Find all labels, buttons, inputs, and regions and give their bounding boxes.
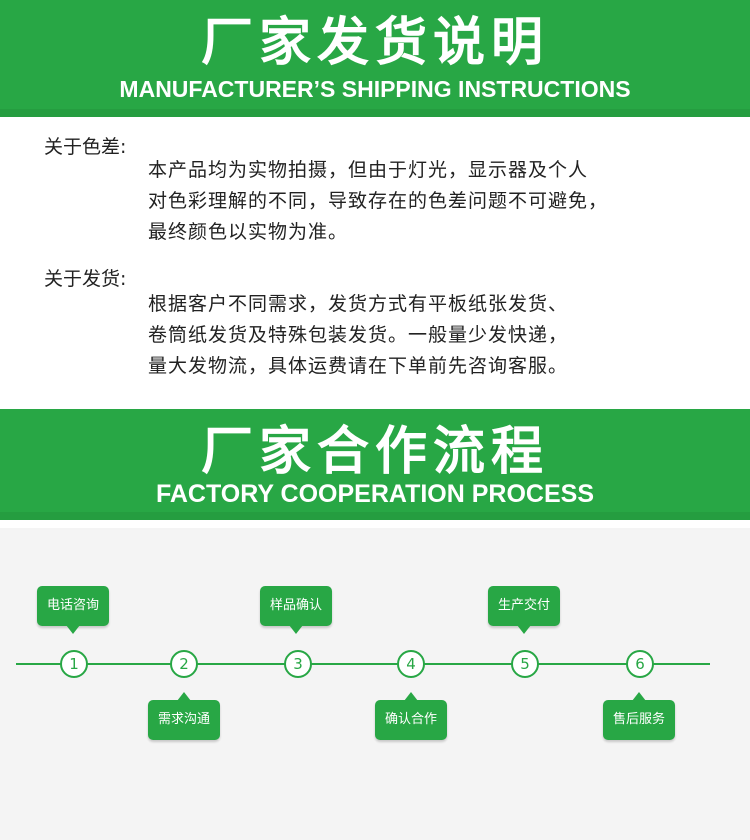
process-timeline-area (0, 528, 750, 840)
step-label-2: 需求沟通 (148, 692, 220, 740)
shipping-line: 量大发物流，具体运费请在下单前先咨询客服。 (148, 355, 569, 377)
color-difference-heading: 关于色差: (44, 136, 127, 158)
cooperation-process-banner: 厂家合作流程 FACTORY COOPERATION PROCESS (0, 409, 750, 520)
color-difference-line: 对色彩理解的不同，导致存在的色差问题不可避免， (148, 190, 609, 212)
color-difference-line: 最终颜色以实物为准。 (148, 221, 349, 243)
shipping-line: 卷筒纸发货及特殊包装发货。一般量少发快递， (148, 324, 569, 346)
color-difference-line: 本产品均为实物拍摄，但由于灯光，显示器及个人 (148, 159, 589, 181)
shipping-title-cn: 厂家发货说明 (200, 13, 549, 73)
shipping-title-en: MANUFACTURER’S SHIPPING INSTRUCTIONS (119, 76, 631, 102)
process-title-en: FACTORY COOPERATION PROCESS (155, 480, 595, 508)
step-circle-6: 6 (626, 650, 654, 678)
step-circle-4: 4 (397, 650, 425, 678)
step-label-4: 确认合作 (375, 692, 447, 740)
step-circle-5: 5 (511, 650, 539, 678)
step-label-6: 售后服务 (603, 692, 675, 740)
shipping-heading: 关于发货: (44, 268, 127, 290)
process-title-cn: 厂家合作流程 (200, 422, 549, 482)
color-difference-text: 本产品均为实物拍摄，但由于灯光，显示器及个人 对色彩理解的不同，导致存在的色差问… (148, 155, 608, 248)
step-label-5: 生产交付 (488, 586, 560, 634)
step-circle-1: 1 (60, 650, 88, 678)
shipping-text: 根据客户不同需求，发货方式有平板纸张发货、 卷筒纸发货及特殊包装发货。一般量少发… (148, 289, 568, 382)
step-circle-2: 2 (170, 650, 198, 678)
step-circle-3: 3 (284, 650, 312, 678)
step-label-3: 样品确认 (260, 586, 332, 634)
step-label-1: 电话咨询 (37, 586, 109, 634)
shipping-line: 根据客户不同需求，发货方式有平板纸张发货、 (148, 293, 569, 315)
timeline-line (16, 663, 710, 665)
shipping-instructions-banner: 厂家发货说明 MANUFACTURER’S SHIPPING INSTRUCTI… (0, 0, 750, 117)
